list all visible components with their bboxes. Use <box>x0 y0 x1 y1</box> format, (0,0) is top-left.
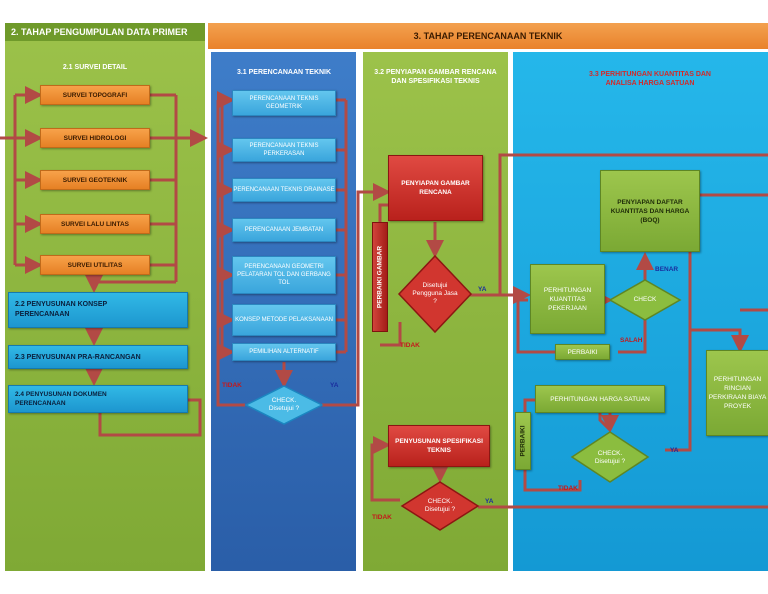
penyiapan-gambar-box: PENYIAPAN GAMBAR RENCANA <box>388 155 483 221</box>
drainase-box: PERENCANAAN TEKNIS DRAINASE <box>232 178 336 202</box>
dokumen-label: 2.4 PENYUSUNAN DOKUMEN PERENCANAAN <box>15 391 107 407</box>
check-4-text: CHECK. Disetujui ? <box>594 450 626 465</box>
penyusunan-dokumen-box: 2.4 PENYUSUNAN DOKUMEN PERENCANAAN <box>8 385 188 413</box>
jembatan-box: PERENCANAAN JEMBATAN <box>232 218 336 242</box>
penyusunan-pra-rancangan-box: 2.3 PENYUSUNAN PRA-RANCANGAN <box>8 345 188 369</box>
check-1-text: CHECK. Disetujui ? <box>268 397 300 412</box>
disetujui-text: Disetujui Pengguna Jasa ? <box>412 282 458 305</box>
benar-label: BENAR <box>655 266 679 273</box>
survei-hidrologi-box: SURVEI HIDROLOGI <box>40 128 150 148</box>
ya-label-1: YA <box>330 382 339 389</box>
tidak-label-2: TIDAK <box>400 342 420 349</box>
harga-satuan-box: PERHITUNGAN HARGA SATUAN <box>535 385 665 413</box>
survei-detail-title: 2.1 SURVEI DETAIL <box>62 64 128 71</box>
survei-topografi-box: SURVEI TOPOGRAFI <box>40 85 150 105</box>
tidak-label-1: TIDAK <box>222 382 242 389</box>
ya-label-4: YA <box>670 447 679 454</box>
salah-label: SALAH <box>620 337 643 344</box>
metode-pelaksanaan-box: KONSEP METODE PELAKSANAAN <box>232 304 336 336</box>
kuantitas-title: 3.3 PERHITUNGAN KUANTITAS DAN ANALISA HA… <box>589 71 711 87</box>
perbaiki-gambar-box: PERBAIKI GAMBAR <box>372 222 388 332</box>
check-2-text: CHECK. Disetujui ? <box>424 498 456 513</box>
perbaiki-box: PERBAIKI <box>555 344 610 360</box>
section3-header: 3. TAHAP PERENCANAAN TEKNIK <box>208 23 768 49</box>
section2-header: 2. TAHAP PENGUMPULAN DATA PRIMER <box>5 23 205 41</box>
ya-label-3: YA <box>485 498 494 505</box>
spesifikasi-box: PENYUSUNAN SPESIFIKASI TEKNIS <box>388 425 490 467</box>
survei-utilitas-box: SURVEI UTILITAS <box>40 255 150 275</box>
tidak-label-4: TIDAK <box>558 485 578 492</box>
gambar-rencana-title: 3.2 PENYIAPAN GAMBAR RENCANA DAN SPESIFI… <box>374 69 497 85</box>
pra-rancangan-label: 2.3 PENYUSUNAN PRA-RANCANGAN <box>15 353 141 361</box>
perbaiki-vertical-box: PERBAIKI <box>515 412 531 470</box>
ya-label-2: YA <box>478 286 487 293</box>
survei-geoteknik-box: SURVEI GEOTEKNIK <box>40 170 150 190</box>
pemilihan-alternatif-box: PEMILIHAN ALTERNATIF <box>232 343 336 361</box>
survei-lalu-lintas-box: SURVEI LALU LINTAS <box>40 214 150 234</box>
tidak-label-3: TIDAK <box>372 514 392 521</box>
section2-title: 2. TAHAP PENGUMPULAN DATA PRIMER <box>11 27 188 37</box>
perencanaan-teknik-title: 3.1 PERENCANAAN TEKNIK <box>236 69 332 76</box>
perhitungan-kuantitas-box: PERHITUNGAN KUANTITAS PEKERJAAN <box>530 264 605 334</box>
penyusunan-konsep-label: 2.2 PENYUSUNAN KONSEP PERENCANAAN <box>15 301 108 318</box>
geometrik-box: PERENCANAAN TEKNIS GEOMETRIK <box>232 90 336 116</box>
penyusunan-konsep-box: 2.2 PENYUSUNAN KONSEP PERENCANAAN <box>8 292 188 328</box>
pelataran-tol-box: PERENCANAAN GEOMETRI PELATARAN TOL DAN G… <box>232 256 336 294</box>
check-3-text: CHECK <box>633 296 657 303</box>
daftar-kuantitas-box: PENYIAPAN DAFTAR KUANTITAS DAN HARGA (BO… <box>600 170 700 252</box>
section3-title: 3. TAHAP PERENCANAAN TEKNIK <box>413 31 563 41</box>
perkerasan-box: PERENCANAAN TEKNIS PERKERASAN <box>232 138 336 162</box>
rincian-biaya-box: PERHITUNGAN RINCIAN PERKIRAAN BIAYA PROY… <box>706 350 768 436</box>
